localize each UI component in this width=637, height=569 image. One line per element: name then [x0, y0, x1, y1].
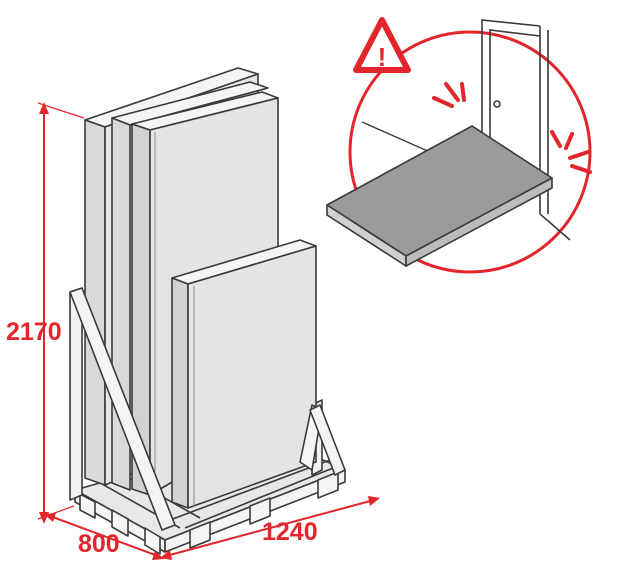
- rack-braces: [69, 287, 346, 531]
- warning-inset: [326, 19, 592, 274]
- warning-exclamation: !: [378, 42, 387, 72]
- length-dimension-label: 1240: [262, 518, 318, 546]
- height-dimension-label: 2170: [6, 318, 62, 346]
- warning-triangle-icon: !: [353, 17, 411, 73]
- impact-marks: [432, 82, 592, 174]
- panel-stack-short: [171, 239, 317, 509]
- dimension-lines: [37, 102, 380, 560]
- jammed-panel: [326, 125, 553, 267]
- width-dimension-label: 800: [78, 530, 120, 558]
